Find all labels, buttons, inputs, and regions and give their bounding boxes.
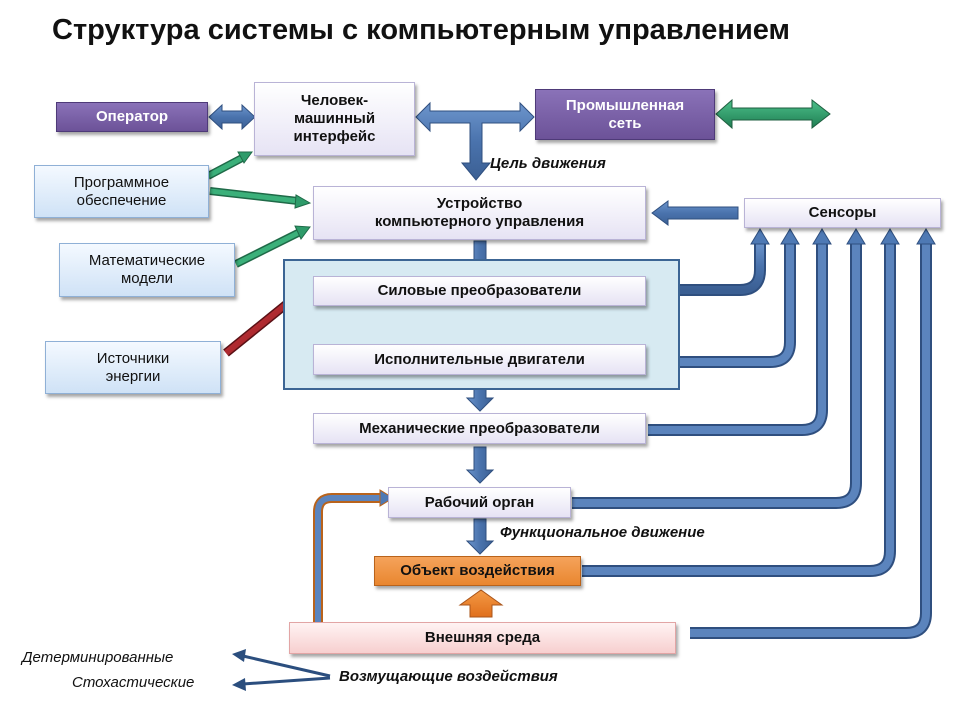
object-label: Объект воздействия xyxy=(400,562,555,579)
arrow-software-hmi xyxy=(206,151,253,180)
industrial-network-label: Промышленная сеть xyxy=(565,96,685,132)
control-device-label: Устройство компьютерного управления xyxy=(374,195,585,230)
arrow-network-external xyxy=(715,98,831,130)
operator-label: Оператор xyxy=(95,108,169,125)
environment-box: Внешняя среда xyxy=(289,622,676,654)
mechanical-converters-label: Механические преобразователи xyxy=(359,419,600,437)
arrow-software-control xyxy=(209,187,312,209)
working-body-label: Рабочий орган xyxy=(424,493,535,511)
arrow-environment-object xyxy=(458,589,504,618)
page-title: Структура системы с компьютерным управле… xyxy=(52,14,790,46)
stochastic-label: Стохастические xyxy=(72,674,195,691)
arrow-models-control xyxy=(234,225,311,268)
arrow-disturbance-stochastic xyxy=(232,676,331,691)
power-converters-box: Силовые преобразователи xyxy=(313,276,646,306)
software-box: Программное обеспечение xyxy=(34,165,209,218)
hmi-box: Человек- машинный интерфейс xyxy=(254,82,415,156)
environment-label: Внешняя среда xyxy=(424,629,541,646)
actuators-label: Исполнительные двигатели xyxy=(374,350,585,368)
math-models-box: Математические модели xyxy=(59,243,235,297)
feedback-arrowheads xyxy=(379,228,936,507)
arrow-operator-hmi xyxy=(208,103,256,131)
control-device-box: Устройство компьютерного управления xyxy=(313,186,646,240)
hmi-label: Человек- машинный интерфейс xyxy=(293,92,376,145)
working-body-box: Рабочий орган xyxy=(388,487,571,518)
arrow-working-object xyxy=(465,518,495,555)
functional-motion-label: Функциональное движение xyxy=(500,524,705,541)
math-models-label: Математические модели xyxy=(88,252,206,287)
arrow-hmi-network-goal xyxy=(415,101,535,181)
operator-box: Оператор xyxy=(56,102,208,132)
deterministic-label: Детерминированные xyxy=(22,649,174,666)
energy-sources-label: Источники энергии xyxy=(96,349,170,385)
disturbances-label: Возмущающие воздействия xyxy=(339,668,558,685)
sensors-box: Сенсоры xyxy=(744,198,941,228)
arrow-disturbance-deterministic xyxy=(232,649,331,678)
feedback-loops xyxy=(313,242,932,639)
power-converters-label: Силовые преобразователи xyxy=(377,282,582,299)
energy-sources-box: Источники энергии xyxy=(45,341,221,394)
goal-motion-label: Цель движения xyxy=(490,155,606,172)
software-label: Программное обеспечение xyxy=(73,173,170,209)
object-box: Объект воздействия xyxy=(374,556,581,586)
arrow-mech-working xyxy=(465,446,495,484)
sensors-label: Сенсоры xyxy=(808,204,877,221)
industrial-network-box: Промышленная сеть xyxy=(535,89,715,140)
arrow-sensors-control xyxy=(651,200,739,226)
mechanical-converters-box: Механические преобразователи xyxy=(313,413,646,444)
actuators-box: Исполнительные двигатели xyxy=(313,344,646,375)
